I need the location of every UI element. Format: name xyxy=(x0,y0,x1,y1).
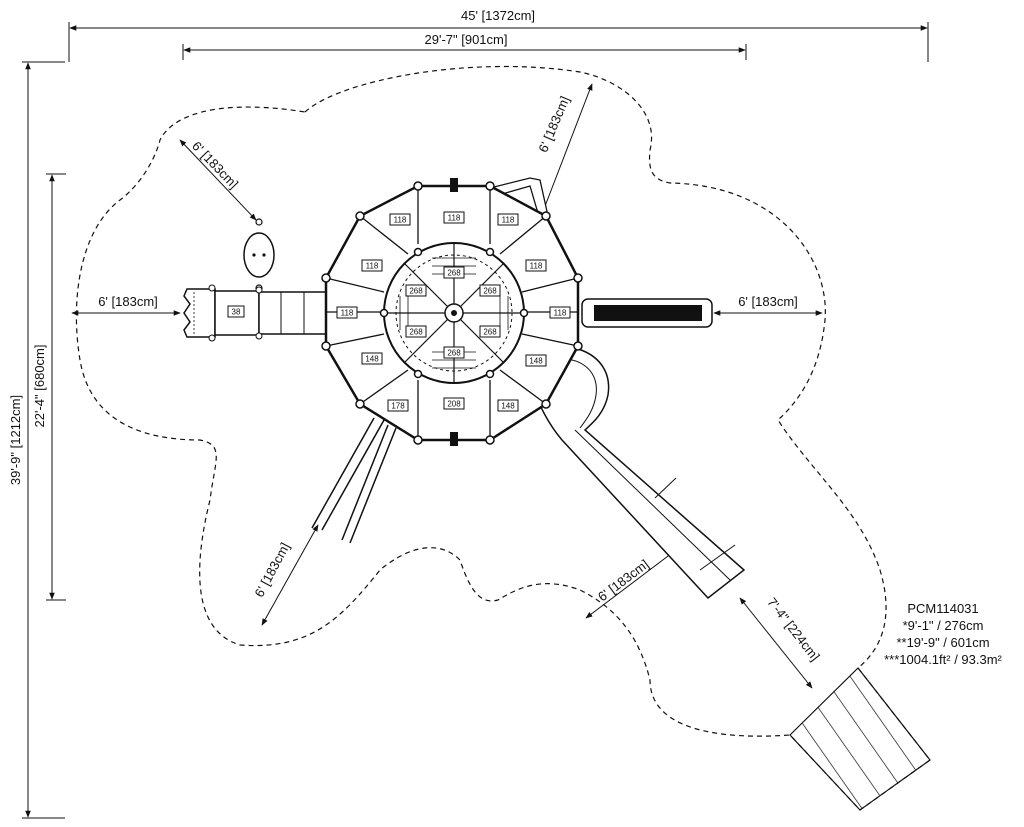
chain-walk xyxy=(255,286,327,340)
hub-tag-lower-right: 268 xyxy=(479,325,501,338)
slide-exit-zone xyxy=(789,667,931,811)
slide-exit-line xyxy=(739,597,813,689)
svg-text:118: 118 xyxy=(554,309,567,318)
deck-tag-top-left: 118 xyxy=(389,213,411,226)
deck-tag-mid-left: 118 xyxy=(336,306,358,319)
clearance-top-left-line xyxy=(179,139,257,221)
ladder-bottom-left xyxy=(311,417,397,544)
clearance-bottom-left-line xyxy=(261,524,319,626)
bridge-tag-box xyxy=(227,305,245,318)
svg-text:118: 118 xyxy=(502,216,515,225)
overall-height-dimension xyxy=(22,61,65,819)
clearance-top-right-label: 6' [183cm] xyxy=(535,94,572,155)
deck-tag-mid-right: 118 xyxy=(549,306,571,319)
hub-tag-upper-right: 268 xyxy=(479,284,501,297)
deck-tag-lower-left: 148 xyxy=(361,352,383,365)
clearance-bottom-mid-line xyxy=(585,549,677,619)
slide-exit-label: 7'-4" [224cm] xyxy=(764,595,822,664)
model-height: *9'-1" / 276cm xyxy=(902,618,984,633)
svg-text:118: 118 xyxy=(394,216,407,225)
svg-text:148: 148 xyxy=(501,402,515,411)
deck-tag-bottom-left: 178 xyxy=(387,399,409,412)
entry-steps xyxy=(183,284,216,342)
tube-slide-right xyxy=(581,298,713,328)
svg-text:268: 268 xyxy=(447,269,461,278)
hub-tag-top: 268 xyxy=(443,266,465,279)
clearance-bottom-left-label: 6' [183cm] xyxy=(251,540,292,600)
structure-width-label: 29'-7" [901cm] xyxy=(425,32,508,47)
structure-width-dimension xyxy=(182,44,747,60)
model-length: **19'-9" / 601cm xyxy=(896,635,990,650)
svg-text:148: 148 xyxy=(529,357,543,366)
svg-text:148: 148 xyxy=(365,355,379,364)
overall-width-label: 45' [1372cm] xyxy=(461,8,535,23)
svg-text:118: 118 xyxy=(366,262,379,271)
overall-width-dimension xyxy=(68,22,929,62)
model-number: PCM114031 xyxy=(907,601,979,616)
deck-tag-upper-right: 118 xyxy=(525,259,547,272)
deck-tag-lower-right: 148 xyxy=(525,354,547,367)
svg-text:208: 208 xyxy=(447,400,461,409)
hub-tag-upper-left: 268 xyxy=(405,284,427,297)
structure-height-label: 22'-4" [680cm] xyxy=(32,345,47,428)
clearance-bottom-mid-label: 6' [183cm] xyxy=(595,556,652,604)
structure-height-dimension xyxy=(46,173,66,601)
model-info: PCM114031 *9'-1" / 276cm **19'-9" / 601c… xyxy=(868,600,1018,668)
clearance-left-label: 6' [183cm] xyxy=(98,294,158,309)
clearance-top-right-line xyxy=(541,83,593,215)
svg-text:268: 268 xyxy=(447,349,461,358)
svg-text:268: 268 xyxy=(409,328,423,337)
svg-text:268: 268 xyxy=(409,287,423,296)
model-area: ***1004.1ft² / 93.3m² xyxy=(884,652,1002,667)
clearance-right-label: 6' [183cm] xyxy=(738,294,798,309)
main-structure xyxy=(321,178,583,446)
spring-rider xyxy=(243,218,275,292)
svg-text:118: 118 xyxy=(448,214,461,223)
deck-tag-top-center: 118 xyxy=(443,211,465,224)
clearance-top-left-label: 6' [183cm] xyxy=(189,138,241,191)
use-zone-boundary xyxy=(75,65,931,811)
deck-tag-upper-left: 118 xyxy=(361,259,383,272)
hub-tag-lower-left: 268 xyxy=(405,325,427,338)
hub-tag-bottom: 268 xyxy=(443,346,465,359)
svg-text:118: 118 xyxy=(530,262,543,271)
bridge-tag: 38 xyxy=(232,308,241,317)
svg-text:118: 118 xyxy=(341,309,354,318)
deck-tag-bottom-right: 148 xyxy=(497,399,519,412)
deck-tag-top-right: 118 xyxy=(497,213,519,226)
svg-text:268: 268 xyxy=(483,328,497,337)
svg-text:268: 268 xyxy=(483,287,497,296)
deck-tag-bottom-center: 208 xyxy=(443,397,465,410)
svg-text:178: 178 xyxy=(391,402,405,411)
overall-height-label: 39'-9" [1212cm] xyxy=(8,395,23,485)
